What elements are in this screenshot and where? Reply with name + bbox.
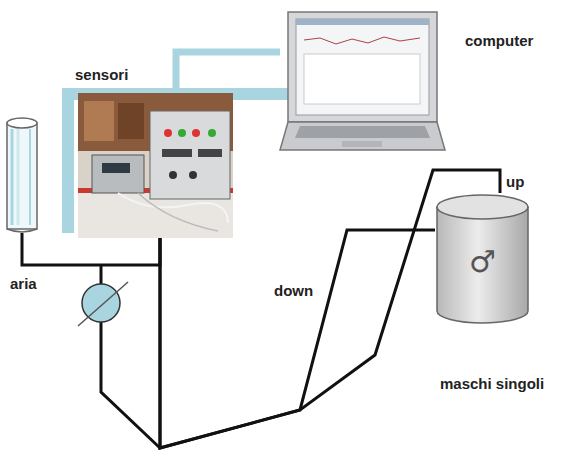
edge-label: down <box>272 282 315 300</box>
node-label: maschi singoli <box>440 375 544 393</box>
laptop-computer: computer <box>280 10 445 155</box>
node-label: computer <box>465 32 533 50</box>
valve-symbol <box>78 282 128 326</box>
node-label: sensori <box>75 66 128 84</box>
edge-label: up <box>504 173 526 191</box>
tube <box>101 322 160 448</box>
tube-connector <box>160 230 435 448</box>
tube <box>100 265 103 284</box>
tube-connector <box>176 52 280 88</box>
laptop-computer-art <box>280 10 445 155</box>
node-label: aria <box>10 275 37 293</box>
sensor-photo: sensori <box>62 88 290 238</box>
male-symbol: ♂ <box>435 245 530 279</box>
air-cylinder: aria <box>4 115 40 233</box>
sensor-photo-art <box>62 88 290 238</box>
animal-cylinder: ♂maschi singoli <box>435 193 530 325</box>
air-cylinder-art <box>4 115 40 233</box>
